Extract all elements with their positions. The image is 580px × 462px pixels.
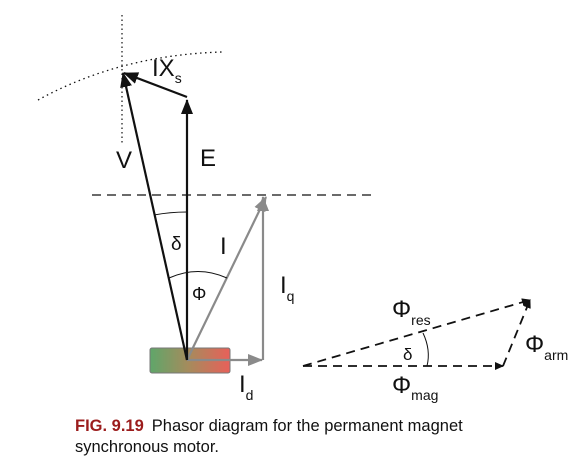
label-delta-flux: δ: [403, 345, 412, 364]
label-I: I: [220, 233, 227, 260]
label-Id: Id: [239, 371, 253, 403]
label-Phi-res: Φres: [392, 296, 431, 328]
current-vector-I: [186, 196, 267, 361]
angle-arc-delta: [153, 211, 188, 216]
figure-number: FIG. 9.19: [75, 417, 144, 435]
label-Phi-mag: Φmag: [392, 372, 438, 403]
caption-text: Phasor diagram for the permanent magnet …: [75, 417, 463, 456]
voltage-vector-V: [120, 72, 189, 361]
flux-vector-arm: [502, 299, 531, 367]
label-E: E: [200, 145, 216, 172]
label-IXs: IXs: [152, 55, 182, 86]
angle-arc-phi: [168, 271, 228, 279]
voltage-drop-vector-IXs: [123, 71, 188, 99]
label-Phi: Φ: [192, 284, 206, 304]
angle-arc-delta-flux: [422, 332, 429, 367]
flux-vector-res: [302, 298, 531, 367]
label-Phi-arm: Φarm: [525, 331, 568, 363]
phasor-diagram: V E IXs δ I Φ Iq Id Φres Φarm δ Φmag: [37, 15, 568, 403]
label-Iq: Iq: [280, 272, 294, 304]
label-V: V: [116, 147, 132, 174]
label-delta: δ: [171, 234, 182, 255]
